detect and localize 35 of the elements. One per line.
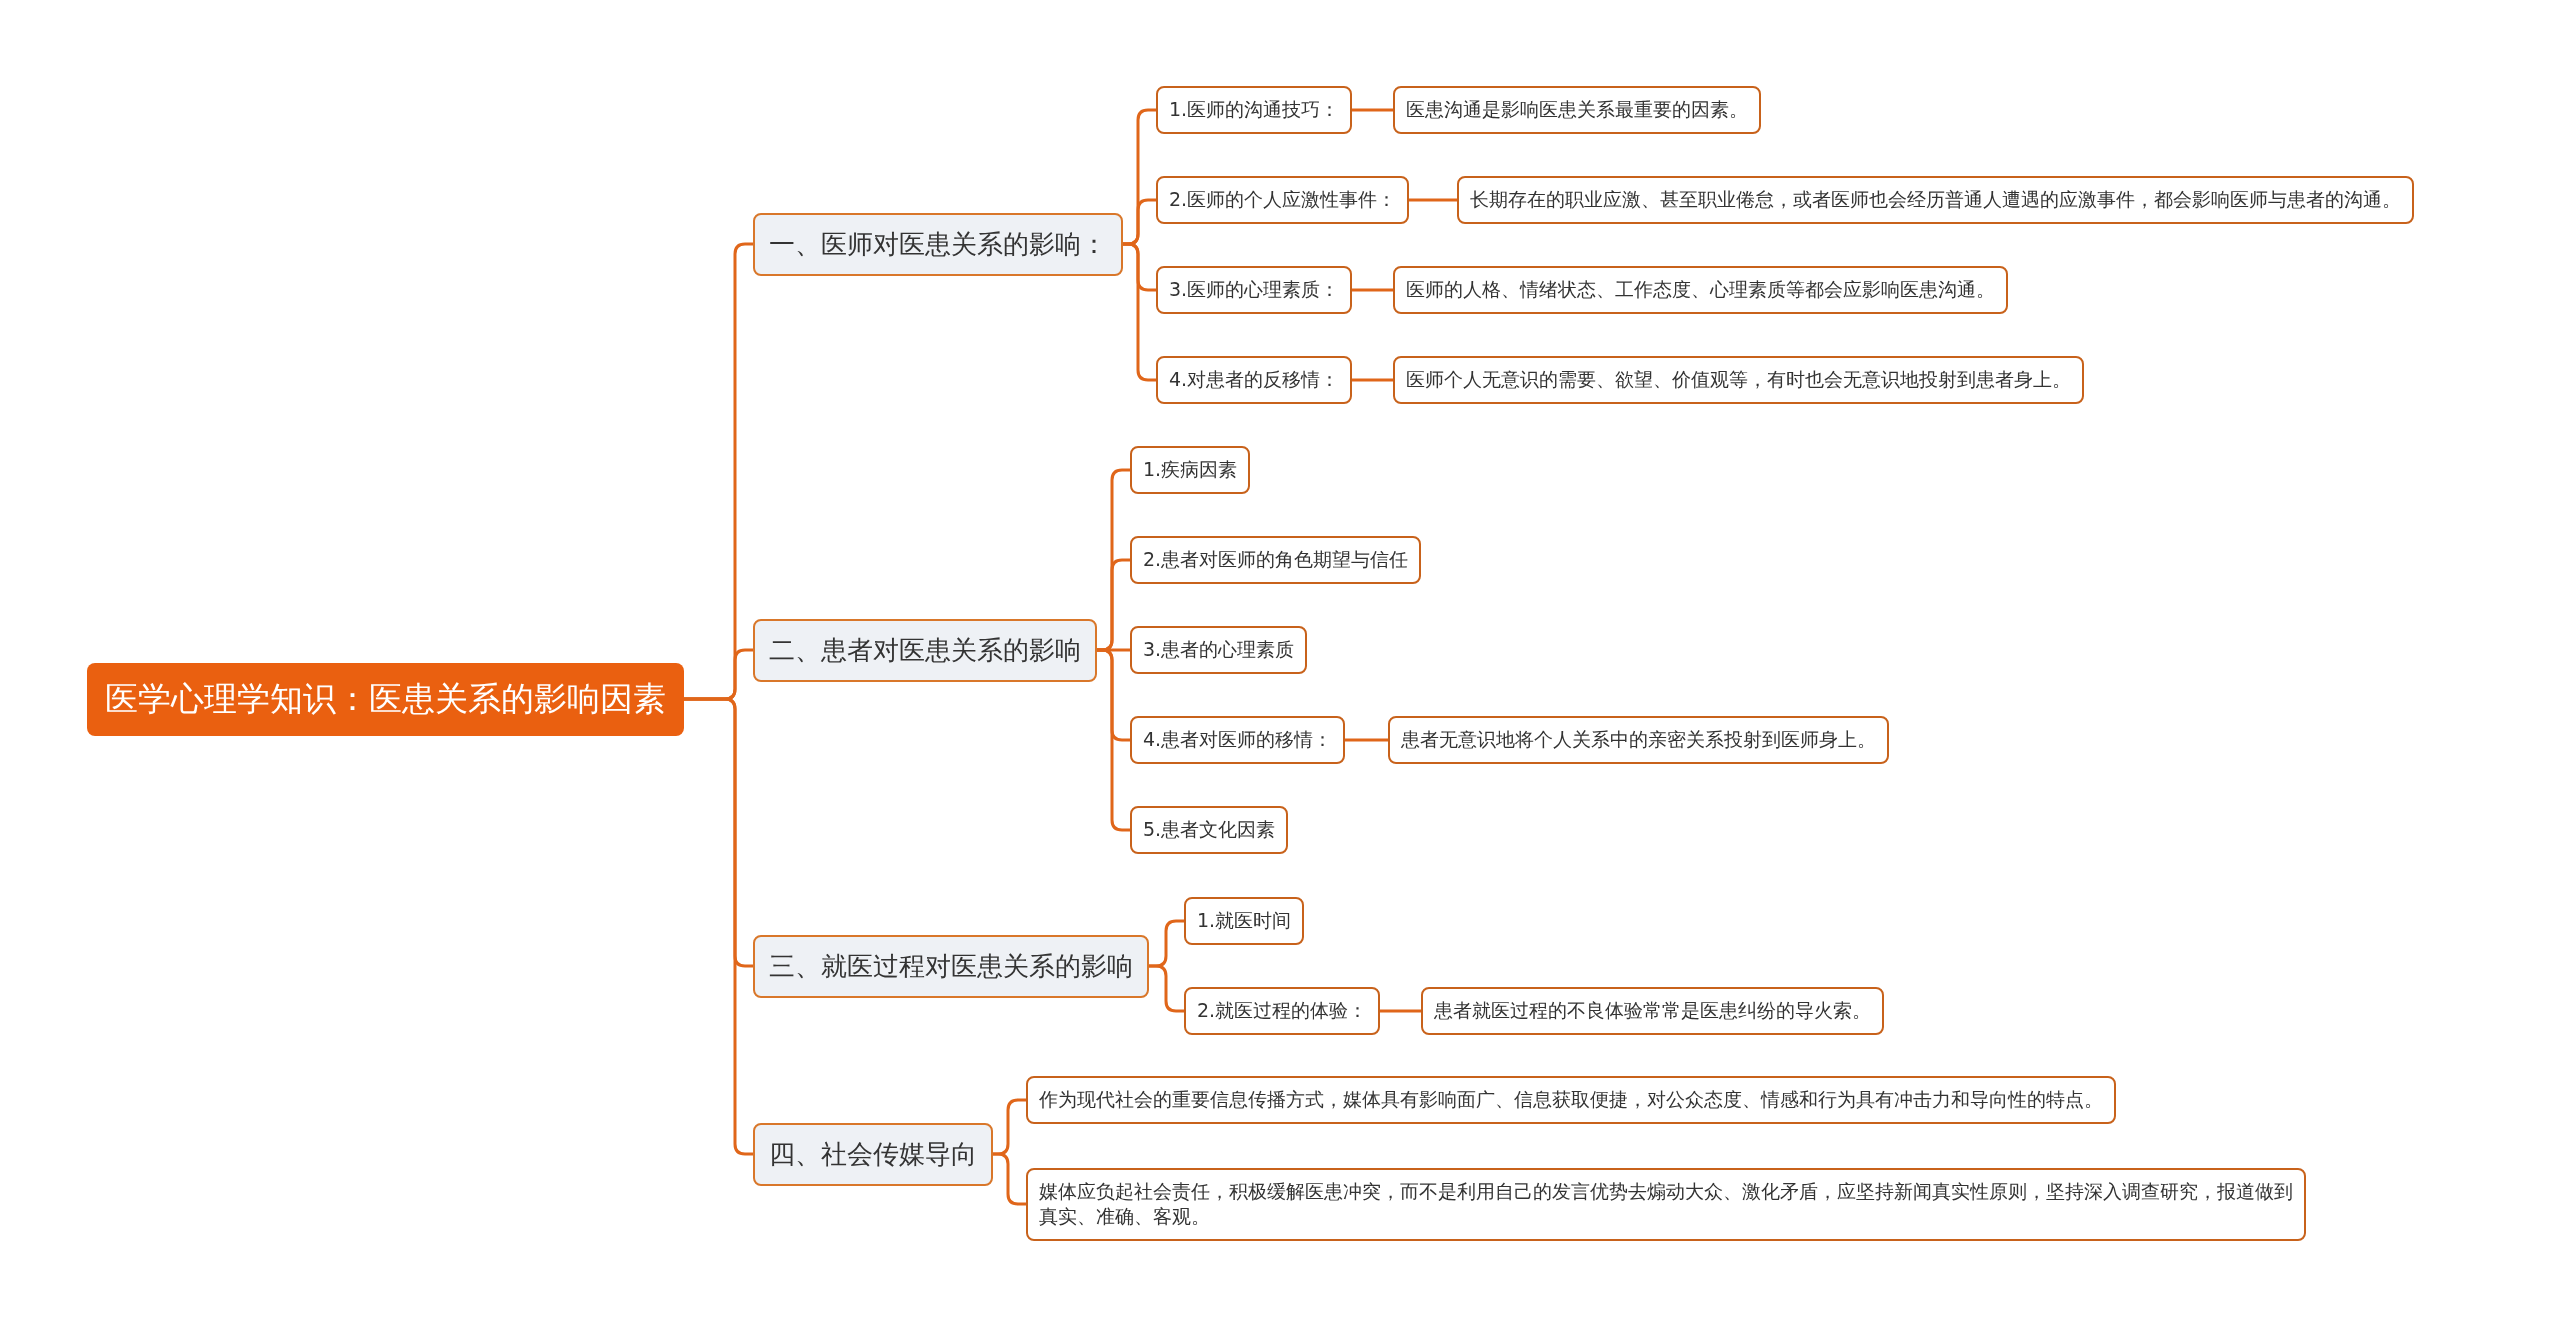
subtopic-box: 3.医师的心理素质： [1156, 266, 1353, 314]
subtopic-box: 3.患者的心理素质 [1130, 626, 1308, 674]
root-topic-box: 医学心理学知识：医患关系的影响因素 [87, 662, 684, 736]
subtopic-box: 医患沟通是影响医患关系最重要的因素。 [1393, 86, 1761, 134]
subtopic-box: 患者就医过程的不良体验常常是医患纠纷的导火索。 [1421, 987, 1884, 1035]
connector-line [1123, 242, 1156, 382]
connector-line [1380, 1009, 1421, 1013]
subtopic-box: 2.医师的个人应激性事件： [1156, 176, 1410, 224]
connector-line [1097, 648, 1130, 832]
subtopic-box: 4.对患者的反移情： [1156, 356, 1353, 404]
subtopic-box: 4.患者对医师的移情： [1130, 716, 1346, 764]
subtopic-box: 2.患者对医师的角色期望与信任 [1130, 536, 1422, 584]
connector-line [1352, 108, 1393, 112]
connector-line [684, 697, 753, 1156]
subtopic-box: 作为现代社会的重要信息传播方式，媒体具有影响面广、信息获取便捷，对公众态度、情感和行为具有冲击力和导向性的特点。 [1026, 1076, 2116, 1124]
subtopic-box: 1.疾病因素 [1130, 446, 1251, 494]
subtopic-box: 患者无意识地将个人关系中的亲密关系投射到医师身上。 [1388, 716, 1889, 764]
connector-line [1352, 288, 1393, 292]
branch-topic-box: 二、患者对医患关系的影响 [753, 618, 1097, 682]
subtopic-box: 媒体应负起社会责任，积极缓解医患冲突，而不是利用自己的发言优势去煽动大众、激化矛盾，应坚持新闻真实性原则，坚持深入调查研究，报道做到真实、准确、客观。 [1026, 1167, 2306, 1241]
subtopic-box: 1.医师的沟通技巧： [1156, 86, 1353, 134]
connector-line [1409, 198, 1457, 202]
subtopic-box: 长期存在的职业应激、甚至职业倦怠，或者医师也会经历普通人遭遇的应激事件，都会影响医师与患者的沟通。 [1457, 176, 2414, 224]
subtopic-box: 医师的人格、情绪状态、工作态度、心理素质等都会应影响医患沟通。 [1393, 266, 2008, 314]
subtopic-box: 医师个人无意识的需要、欲望、价值观等，有时也会无意识地投射到患者身上。 [1393, 356, 2084, 404]
connector-line [1345, 738, 1388, 742]
branch-topic-box: 三、就医过程对医患关系的影响 [753, 934, 1149, 998]
subtopic-box: 5.患者文化因素 [1130, 806, 1289, 854]
subtopic-box: 1.就医时间 [1184, 897, 1305, 945]
subtopic-box: 2.就医过程的体验： [1184, 987, 1381, 1035]
connector-line [993, 1152, 1026, 1206]
branch-topic-box: 一、医师对医患关系的影响： [753, 212, 1123, 276]
branch-topic-box: 四、社会传媒导向 [753, 1122, 993, 1186]
connector-line [1352, 378, 1393, 382]
connector-line [1149, 964, 1184, 1013]
